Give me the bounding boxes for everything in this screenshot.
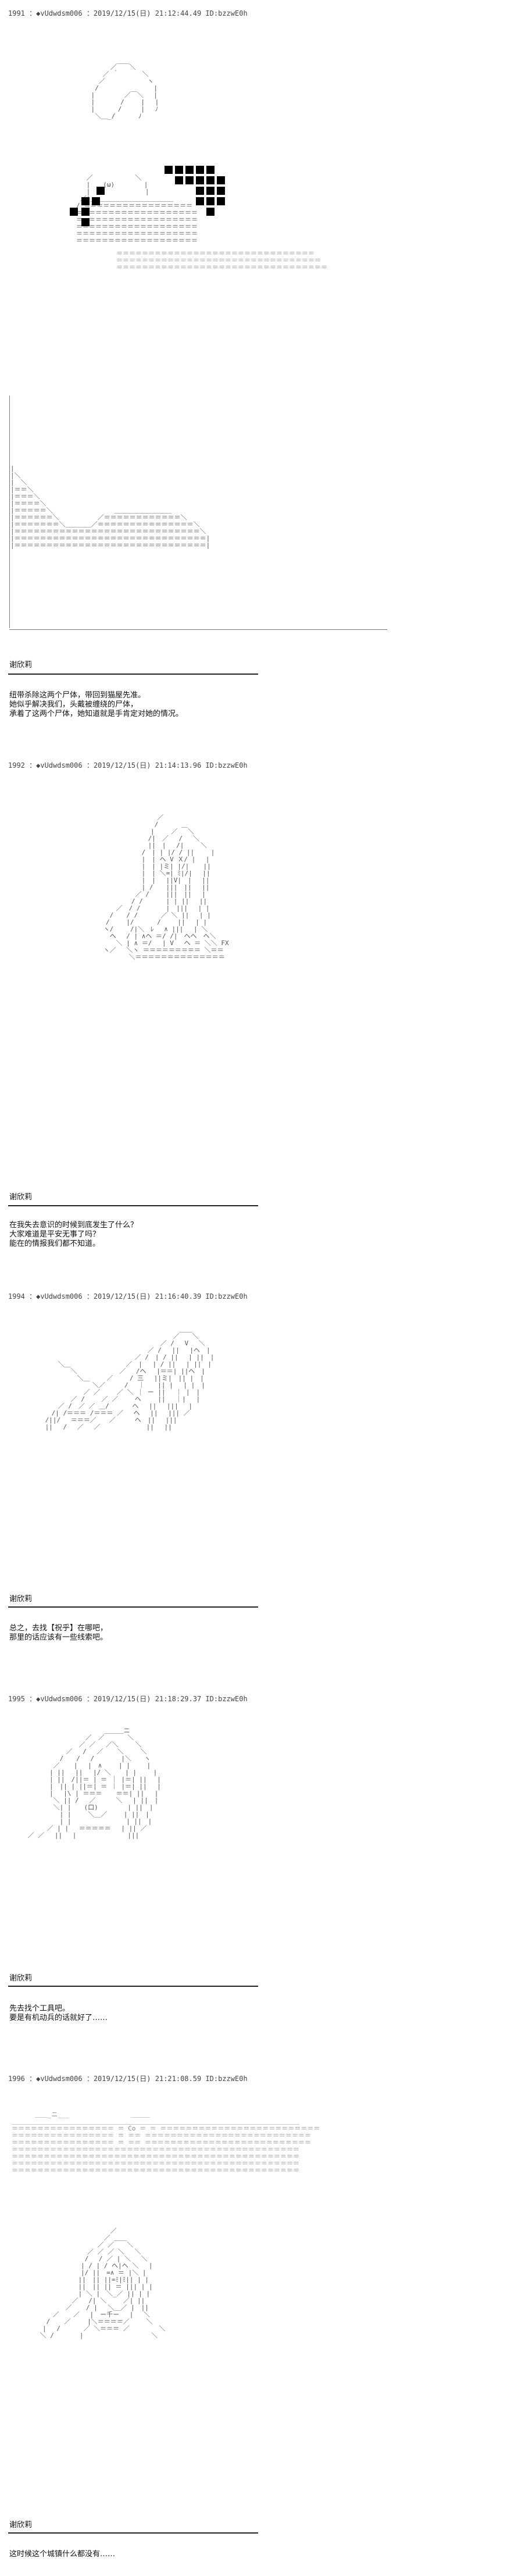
name-divider xyxy=(8,674,258,675)
dialogue: 这时候这个城镇什么都没有…… xyxy=(9,2550,116,2559)
name-divider xyxy=(8,1986,258,1987)
speaker-name: 谢欣莉 xyxy=(9,1193,33,1202)
name-divider xyxy=(8,2532,258,2534)
name-divider xyxy=(8,1205,258,1206)
dialogue: 纽带杀除这两个尸体，带回到猫屋先准。 她似乎解决我们，头戴被缠绕的尸体， 承着了… xyxy=(9,691,184,718)
ground-line xyxy=(9,629,387,630)
speaker-name: 谢欣莉 xyxy=(9,661,33,669)
dialogue: 总之，去找【祝乎】在哪吧， 那里的话应该有一些线索吧。 xyxy=(9,1624,108,1642)
post-header: 1992 ：◆vUdwdsm006 ：2019/12/15(日) 21:14:1… xyxy=(8,761,248,769)
post-header: 1996 ：◆vUdwdsm006 ：2019/12/15(日) 21:21:0… xyxy=(8,2075,248,2083)
speaker-name: 谢欣莉 xyxy=(9,2521,33,2529)
dialogue: 在我失去意识的时候到底发生了什么？ 大家难道是平安无事了吗？ 能在的情报我们都不… xyxy=(9,1221,138,1248)
post-header: 1991 ：◆vUdwdsm006 ：2019/12/15(日) 21:12:4… xyxy=(8,9,248,17)
post-header: 1994 ：◆vUdwdsm006 ：2019/12/15(日) 21:16:4… xyxy=(8,1292,248,1301)
post-header: 1995 ：◆vUdwdsm006 ：2019/12/15(日) 21:18:2… xyxy=(8,1695,248,1703)
speaker-name: 谢欣莉 xyxy=(9,1974,33,1983)
frame-line xyxy=(9,396,10,628)
speaker-name: 谢欣莉 xyxy=(9,1595,33,1604)
dialogue: 先去找个工具吧。 要是有机动兵的话就好了…… xyxy=(9,2004,108,2022)
name-divider xyxy=(8,1606,258,1608)
